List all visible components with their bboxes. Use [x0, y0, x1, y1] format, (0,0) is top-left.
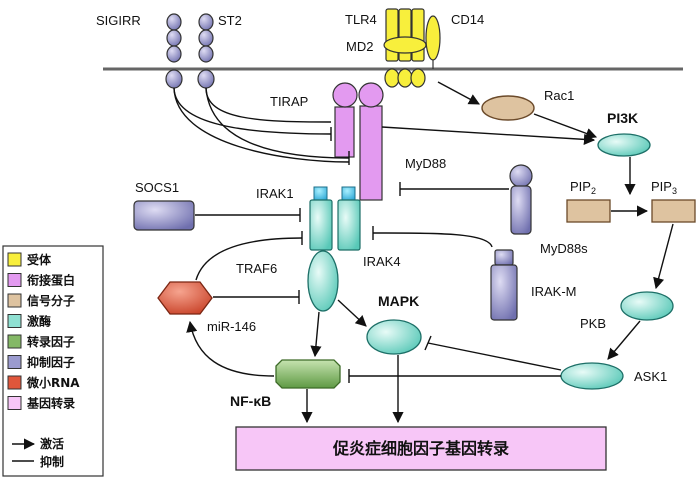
cd14-label: CD14	[451, 12, 484, 27]
myd88s-label: MyD88s	[540, 241, 588, 256]
cd14-protein	[425, 15, 441, 69]
rac1-label: Rac1	[544, 88, 574, 103]
traf6-protein	[307, 250, 339, 312]
ask1-label: ASK1	[634, 369, 667, 384]
legend-item-label: 转录因子	[27, 334, 75, 349]
irak1-protein	[309, 186, 333, 251]
legend-swatch	[7, 314, 22, 328]
myd88s-protein	[509, 164, 533, 235]
legend-swatch	[7, 252, 22, 267]
legend-item-label: 微小RNA	[26, 375, 80, 390]
legend-item-label: 衔接蛋白	[27, 273, 75, 288]
tirap-protein	[332, 82, 358, 158]
pip3-molecule	[651, 199, 696, 223]
legend-swatch	[7, 396, 22, 410]
legend-item-label: 基因转录	[26, 396, 75, 411]
legend-swatch	[7, 273, 22, 287]
md2-protein	[383, 36, 427, 54]
legend-item-label: 受体	[27, 252, 52, 267]
gene-transcription-box	[235, 426, 607, 471]
myd88-protein	[358, 82, 384, 201]
tlr4-label: TLR4	[345, 12, 377, 27]
pathway-edges	[173, 81, 674, 424]
irak4-protein	[337, 186, 361, 251]
st2-label: ST2	[218, 13, 242, 28]
nfkb-protein	[275, 359, 341, 389]
legend-item-label: 激酶	[27, 314, 51, 329]
myd88-label: MyD88	[405, 156, 446, 171]
sigirr-label: SIGIRR	[96, 13, 141, 28]
socs1-protein	[133, 200, 195, 231]
traf6-label: TRAF6	[236, 261, 277, 276]
pkb-protein	[620, 291, 674, 321]
mir146-label: miR-146	[207, 319, 256, 334]
pi3k-protein	[597, 133, 651, 157]
legend-item-label: 抑制因子	[27, 355, 75, 370]
rac1-protein	[481, 95, 535, 121]
legend-inhibit-label: 抑制	[40, 454, 64, 469]
md2-label: MD2	[346, 39, 373, 54]
st2-receptor	[197, 13, 215, 89]
socs1-label: SOCS1	[135, 180, 179, 195]
tirap-label: TIRAP	[270, 94, 308, 109]
ask1-protein	[560, 362, 624, 390]
legend-swatch	[7, 334, 22, 349]
legend-swatch	[7, 355, 22, 369]
pip3-label: PIP3	[651, 179, 677, 196]
pip2-label: PIP2	[570, 179, 596, 196]
pi3k-label: PI3K	[607, 110, 638, 126]
irak4-label: IRAK4	[363, 254, 401, 269]
irakm-protein	[490, 249, 518, 321]
pip2-molecule	[566, 199, 611, 223]
legend-activate-label: 激活	[40, 436, 64, 451]
legend-swatch	[7, 293, 22, 308]
legend-item-label: 信号分子	[27, 293, 75, 308]
legend-swatch	[7, 375, 22, 390]
nfkb-label: NF-κB	[230, 393, 271, 409]
mapk-label: MAPK	[378, 293, 419, 309]
pkb-label: PKB	[580, 316, 606, 331]
irak1-label: IRAK1	[256, 186, 294, 201]
irakm-label: IRAK-M	[531, 284, 577, 299]
gene-transcription-label: 促炎症细胞因子基因转录	[332, 439, 509, 458]
sigirr-receptor	[165, 13, 183, 89]
mapk-protein	[366, 319, 422, 355]
mir146-rna	[157, 281, 213, 315]
